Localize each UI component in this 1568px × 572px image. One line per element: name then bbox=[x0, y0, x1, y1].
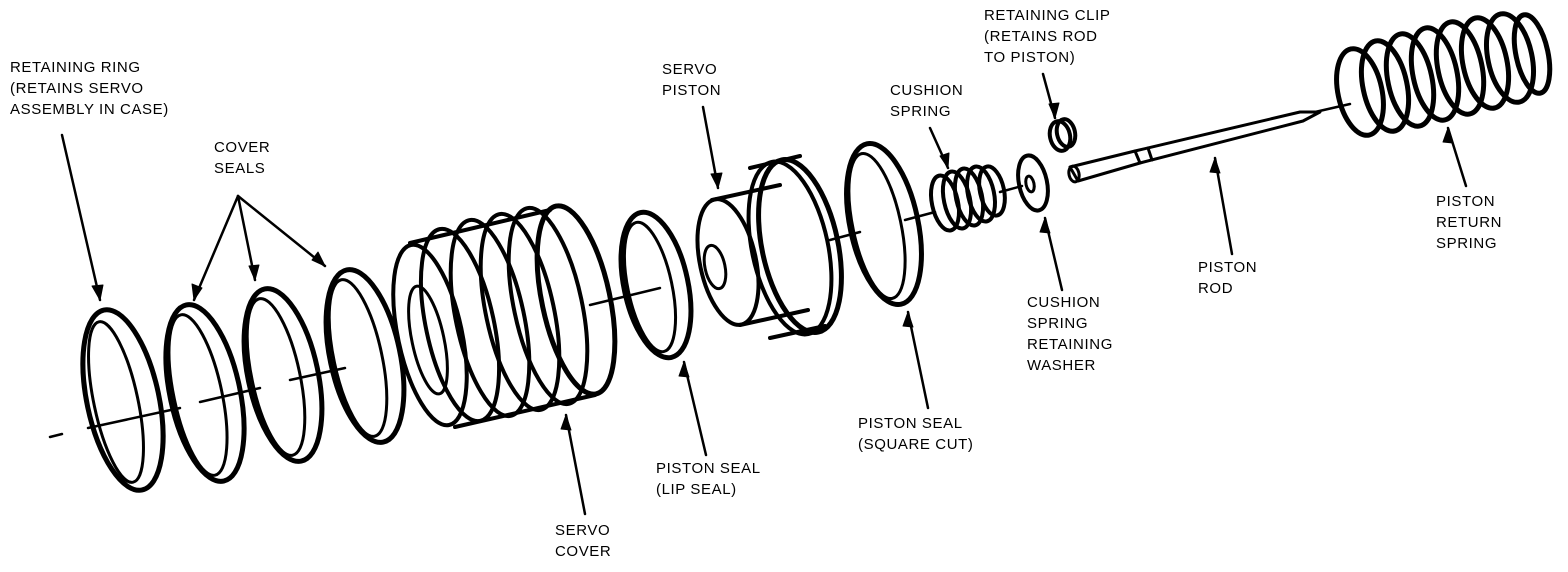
arrowheads bbox=[91, 102, 1454, 431]
label-piston-rod: PISTON ROD bbox=[1198, 259, 1258, 297]
piston-rod-part bbox=[1067, 110, 1322, 184]
piston-seal-square-part bbox=[844, 140, 924, 308]
cover-seal-1 bbox=[163, 302, 247, 484]
cover-seal-2 bbox=[241, 286, 325, 464]
label-retaining-clip: RETAINING CLIP (RETAINS ROD TO PISTON) bbox=[984, 7, 1111, 66]
leader-cover-seal-3 bbox=[236, 194, 327, 268]
piston-return-spring-part bbox=[1334, 11, 1553, 138]
leader-piston-rod bbox=[1213, 156, 1234, 256]
leader-servo-cover bbox=[564, 413, 587, 516]
piston-seal-lip-part bbox=[618, 209, 694, 361]
label-servo-piston: SERVO PISTON bbox=[662, 61, 722, 99]
label-servo-cover: SERVO COVER bbox=[555, 522, 612, 560]
label-cushion-spring: CUSHION SPRING bbox=[890, 82, 964, 120]
label-piston-seal-square: PISTON SEAL (SQUARE CUT) bbox=[858, 415, 974, 453]
leader-piston-seal-square bbox=[906, 310, 930, 410]
servo-cover-part bbox=[391, 203, 618, 429]
label-retaining-ring: RETAINING RING (RETAINS SERVO ASSEMBLY I… bbox=[10, 59, 169, 118]
retaining-clip-part bbox=[1047, 117, 1078, 153]
cushion-spring-part bbox=[929, 164, 1007, 233]
label-piston-seal-lip: PISTON SEAL (LIP SEAL) bbox=[656, 460, 761, 498]
leader-piston-seal-lip bbox=[682, 360, 708, 457]
cushion-spring-retaining-washer-part bbox=[1016, 153, 1050, 213]
servo-piston-part bbox=[695, 154, 844, 340]
leader-lines bbox=[60, 72, 1468, 516]
leader-retaining-ring bbox=[60, 133, 102, 302]
label-piston-return-spring: PISTON RETURN SPRING bbox=[1436, 193, 1503, 252]
leader-cover-seal-1 bbox=[192, 194, 240, 302]
label-cover-seals: COVER SEALS bbox=[214, 139, 271, 177]
label-cushion-spring-retaining-washer: CUSHION SPRING RETAINING WASHER bbox=[1027, 294, 1113, 374]
retaining-ring-part bbox=[80, 307, 166, 493]
